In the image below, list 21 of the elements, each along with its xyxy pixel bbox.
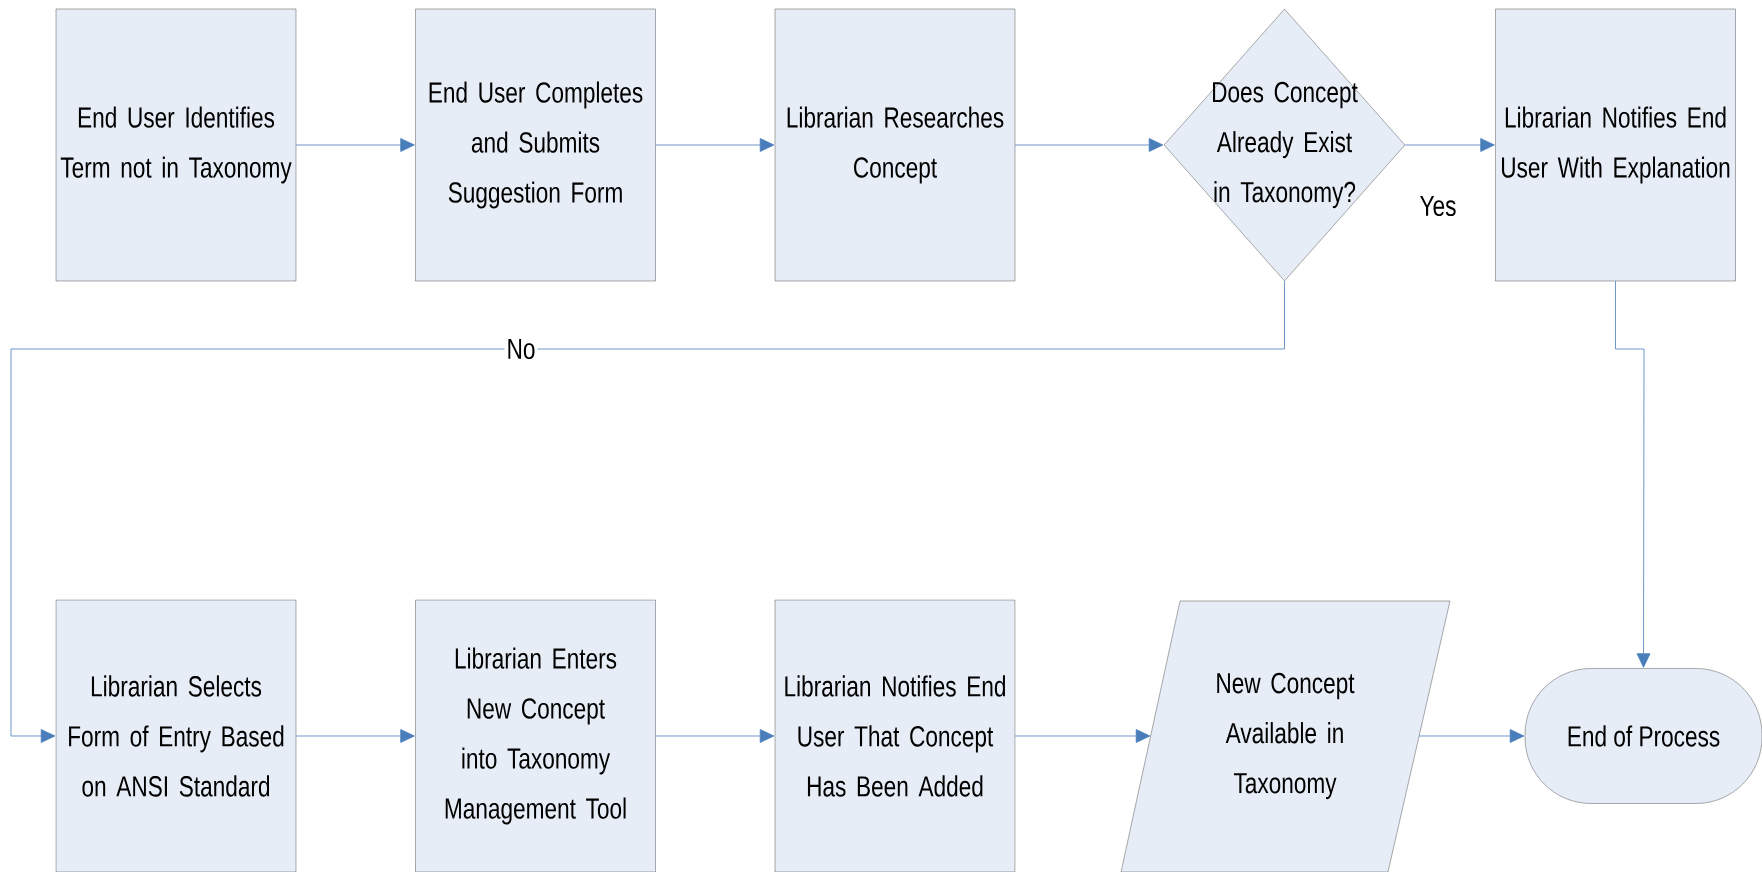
arrow [1404, 138, 1495, 152]
arrow [10, 280, 1285, 743]
process-box: Librarian Selects Form of Entry Based on ANSI Standard [55, 599, 297, 872]
arrow [1418, 729, 1525, 743]
process-box: End User Identifies Term not in Taxonomy [55, 8, 297, 282]
process-box: Librarian Researches Concept [774, 8, 1016, 282]
process-box: Librarian Enters New Concept into Taxonomy Management Tool [415, 599, 656, 872]
process-box: Librarian Notifies End User That Concept Has Been Added [774, 599, 1016, 872]
edge-label: Yes [1420, 195, 1456, 217]
arrow [295, 729, 415, 743]
edge-label: No [504, 336, 538, 362]
arrow [295, 138, 415, 152]
arrow [1615, 280, 1651, 668]
arrow [1014, 729, 1151, 743]
process-box: End User Completes and Submits Suggestion Form [415, 8, 656, 282]
arrow [1014, 138, 1164, 152]
arrow [655, 729, 775, 743]
terminator: End of Process [1524, 668, 1762, 804]
arrow [655, 138, 775, 152]
data-parallelogram: New Concept Available in Taxonomy [1120, 600, 1451, 872]
process-box: Librarian Notifies End User With Explanation [1495, 8, 1736, 282]
